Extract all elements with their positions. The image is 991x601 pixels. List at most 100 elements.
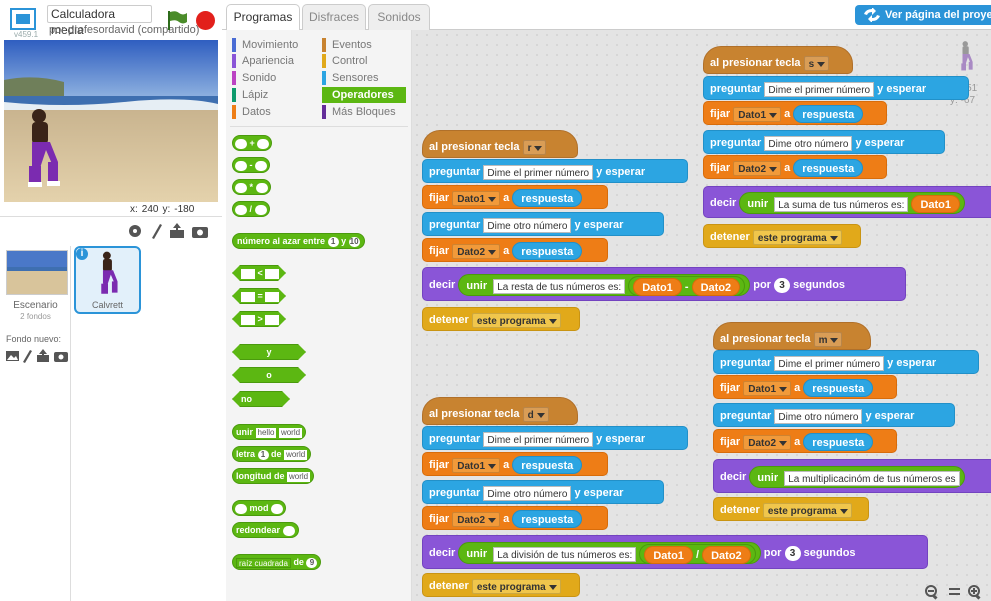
set-var-block[interactable]: fijar Dato1 a respuesta <box>713 375 897 399</box>
ask-text-field[interactable]: Dime otro número <box>483 217 572 233</box>
palette-mod-block[interactable]: mod <box>232 500 287 516</box>
palette-letter-block[interactable]: letra 1 de world <box>232 446 312 462</box>
variable-reporter[interactable]: Dato2 <box>691 278 741 297</box>
set-var-block[interactable]: fijar Dato2 a respuesta <box>422 506 608 530</box>
key-dropdown[interactable]: d <box>522 406 549 422</box>
ask-block[interactable]: preguntar Dime otro número y esperar <box>713 403 955 427</box>
variable-reporter[interactable]: Dato1 <box>911 195 961 214</box>
stage-canvas[interactable] <box>4 40 218 202</box>
set-var-block[interactable]: fijar Dato1 a respuesta <box>422 452 608 476</box>
key-dropdown[interactable]: m <box>813 331 843 347</box>
upload-sprite-icon[interactable] <box>170 223 184 238</box>
category-operators[interactable]: Operadores <box>322 87 406 103</box>
palette-or-block[interactable]: o <box>232 367 306 383</box>
variable-dropdown[interactable]: Dato2 <box>743 434 792 450</box>
answer-reporter[interactable]: respuesta <box>803 379 874 398</box>
stop-block[interactable]: detener este programa <box>713 497 869 521</box>
ask-text-field[interactable]: Dime otro número <box>483 485 572 501</box>
variable-dropdown[interactable]: Dato2 <box>733 160 782 176</box>
key-dropdown[interactable]: r <box>522 139 547 155</box>
answer-reporter[interactable]: respuesta <box>803 433 874 452</box>
stop-block[interactable]: detener este programa <box>422 307 580 331</box>
variable-dropdown[interactable]: Dato1 <box>743 380 792 396</box>
stop-dropdown[interactable]: este programa <box>762 502 852 518</box>
category-sensing[interactable]: Sensores <box>322 70 408 86</box>
ask-block[interactable]: preguntar Dime el primer número y espera… <box>422 426 688 450</box>
when-key-d-hat[interactable]: al presionar tecla d <box>422 397 578 425</box>
when-key-m-hat[interactable]: al presionar tecla m <box>713 322 871 350</box>
stop-dropdown[interactable]: este programa <box>752 229 842 245</box>
ask-text-field[interactable]: Dime el primer número <box>774 355 885 371</box>
stop-dropdown[interactable]: este programa <box>471 312 561 328</box>
say-for-secs-block[interactable]: decir unir La división de tus números es… <box>422 535 928 569</box>
ask-block[interactable]: preguntar Dime el primer número y espera… <box>713 350 979 374</box>
category-data[interactable]: Datos <box>232 104 318 120</box>
ask-block[interactable]: preguntar Dime otro número y esperar <box>422 212 664 236</box>
zoom-out-icon[interactable] <box>925 585 938 600</box>
variable-reporter[interactable]: Dato1 <box>633 278 682 297</box>
palette-divide-block[interactable]: / <box>232 201 270 217</box>
palette-add-block[interactable]: + <box>232 135 273 151</box>
join-reporter[interactable]: unir La multiplicacinóm de tus números e… <box>749 466 965 489</box>
when-key-r-hat[interactable]: al presionar tecla r <box>422 130 578 158</box>
sprite-figure[interactable] <box>20 106 62 188</box>
seconds-input[interactable]: 3 <box>774 277 791 293</box>
sprite-library-icon[interactable] <box>129 225 141 237</box>
category-sound[interactable]: Sonido <box>232 70 318 86</box>
palette-multiply-block[interactable]: * <box>232 179 271 195</box>
category-pen[interactable]: Lápiz <box>232 87 318 103</box>
palette-join-block[interactable]: unir hello world <box>232 424 307 440</box>
category-motion[interactable]: Movimiento <box>232 37 318 53</box>
see-project-page-button[interactable]: Ver página del proyecto <box>855 5 991 25</box>
say-for-secs-block[interactable]: decir unir La resta de tus números es: D… <box>422 267 906 301</box>
palette-random-block[interactable]: número al azar entre 1 y 10 <box>232 233 365 249</box>
ask-block[interactable]: preguntar Dime el primer número y espera… <box>422 159 688 183</box>
set-var-block[interactable]: fijar Dato2 a respuesta <box>422 238 608 262</box>
set-var-block[interactable]: fijar Dato2 a respuesta <box>703 155 887 179</box>
divide-reporter[interactable]: Dato1 / Dato2 <box>639 544 756 565</box>
stop-block[interactable]: detener este programa <box>422 573 580 597</box>
subtract-reporter[interactable]: Dato1 - Dato2 <box>628 276 746 297</box>
seconds-input[interactable]: 3 <box>784 545 801 561</box>
palette-equals-block[interactable]: = <box>232 288 286 304</box>
category-more-blocks[interactable]: Más Bloques <box>322 104 408 120</box>
ask-block[interactable]: preguntar Dime el primer número y espera… <box>703 76 969 100</box>
ask-text-field[interactable]: Dime el primer número <box>483 431 594 447</box>
ask-text-field[interactable]: Dime el primer número <box>483 164 594 180</box>
key-dropdown[interactable]: s <box>803 55 830 71</box>
palette-and-block[interactable]: y <box>232 344 306 360</box>
palette-greater-than-block[interactable]: > <box>232 311 286 327</box>
zoom-in-icon[interactable] <box>968 585 981 600</box>
join-text-field[interactable]: La multiplicacinóm de tus números es <box>784 470 960 486</box>
variable-dropdown[interactable]: Dato1 <box>733 106 782 122</box>
join-reporter[interactable]: unir La suma de tus números es: Dato1 <box>739 192 966 215</box>
stop-icon[interactable] <box>196 11 215 30</box>
ask-text-field[interactable]: Dime otro número <box>774 408 863 424</box>
say-block[interactable]: decir unir La suma de tus números es: Da… <box>703 186 991 218</box>
answer-reporter[interactable]: respuesta <box>512 242 583 261</box>
variable-dropdown[interactable]: Dato1 <box>452 190 501 206</box>
join-text-field[interactable]: La suma de tus números es: <box>774 196 909 212</box>
palette-length-block[interactable]: longitud de world <box>232 468 315 484</box>
stop-block[interactable]: detener este programa <box>703 224 861 248</box>
green-flag-icon[interactable] <box>166 10 188 30</box>
fullscreen-icon[interactable] <box>10 8 36 30</box>
tab-sounds[interactable]: Sonidos <box>368 4 430 30</box>
tab-costumes[interactable]: Disfraces <box>302 4 366 30</box>
join-reporter[interactable]: unir La resta de tus números es: Dato1 -… <box>458 274 751 297</box>
upload-backdrop-icon[interactable] <box>37 349 49 362</box>
palette-subtract-block[interactable]: - <box>232 157 271 173</box>
say-block[interactable]: decir unir La multiplicacinóm de tus núm… <box>713 459 991 493</box>
paint-backdrop-icon[interactable] <box>23 350 32 363</box>
variable-reporter[interactable]: Dato2 <box>702 546 751 565</box>
paint-sprite-icon[interactable] <box>152 224 162 239</box>
ask-block[interactable]: preguntar Dime otro número y esperar <box>422 480 664 504</box>
ask-text-field[interactable]: Dime el primer número <box>764 81 875 97</box>
set-var-block[interactable]: fijar Dato1 a respuesta <box>422 185 608 209</box>
palette-round-block[interactable]: redondear <box>232 522 299 538</box>
variable-reporter[interactable]: Dato1 <box>644 546 693 565</box>
answer-reporter[interactable]: respuesta <box>512 510 583 529</box>
stop-dropdown[interactable]: este programa <box>471 578 561 594</box>
sprite-info-button[interactable]: i <box>76 248 88 260</box>
ask-text-field[interactable]: Dime otro número <box>764 135 853 151</box>
